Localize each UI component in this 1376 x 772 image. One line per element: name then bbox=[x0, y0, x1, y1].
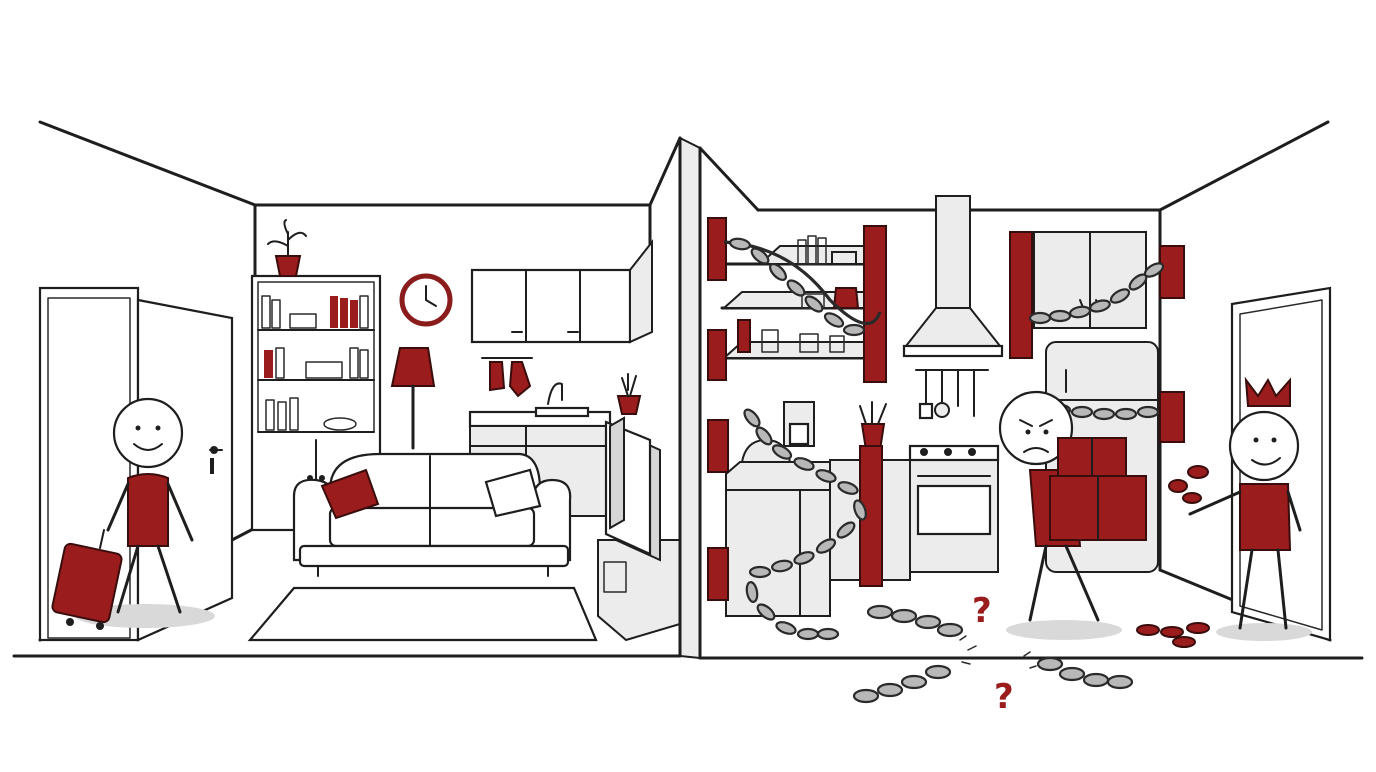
range-hood bbox=[902, 195, 1004, 358]
utensil-rail bbox=[915, 369, 989, 420]
kitchen-upper-cabinets bbox=[470, 239, 653, 344]
chained-shelves bbox=[707, 217, 887, 383]
tv-stand bbox=[597, 416, 681, 642]
divider-wall bbox=[678, 136, 760, 660]
lower-chain-links bbox=[743, 408, 867, 641]
question-mark-icon: ? bbox=[994, 677, 1014, 717]
question-marks: ? ? bbox=[972, 591, 1014, 717]
question-mark-icon: ? bbox=[972, 591, 992, 631]
shelf-chain-links bbox=[729, 237, 866, 337]
kitchen-rail bbox=[481, 357, 533, 398]
sofa bbox=[292, 452, 572, 577]
floor-lamp bbox=[390, 347, 436, 450]
cabinet-chain-links bbox=[1028, 262, 1165, 325]
coins bbox=[1136, 465, 1210, 648]
broken-chains bbox=[852, 604, 1134, 704]
wall-clock bbox=[399, 273, 453, 327]
lower-kitchen bbox=[707, 401, 1000, 641]
fridge-chain-links bbox=[1048, 403, 1160, 421]
traveler-figure bbox=[51, 397, 215, 630]
angry-figure-with-boxes bbox=[998, 390, 1147, 640]
chained-cabinet bbox=[1009, 231, 1185, 359]
rug bbox=[247, 586, 598, 642]
crowned-figure bbox=[1188, 376, 1312, 641]
potted-plant bbox=[267, 219, 307, 277]
